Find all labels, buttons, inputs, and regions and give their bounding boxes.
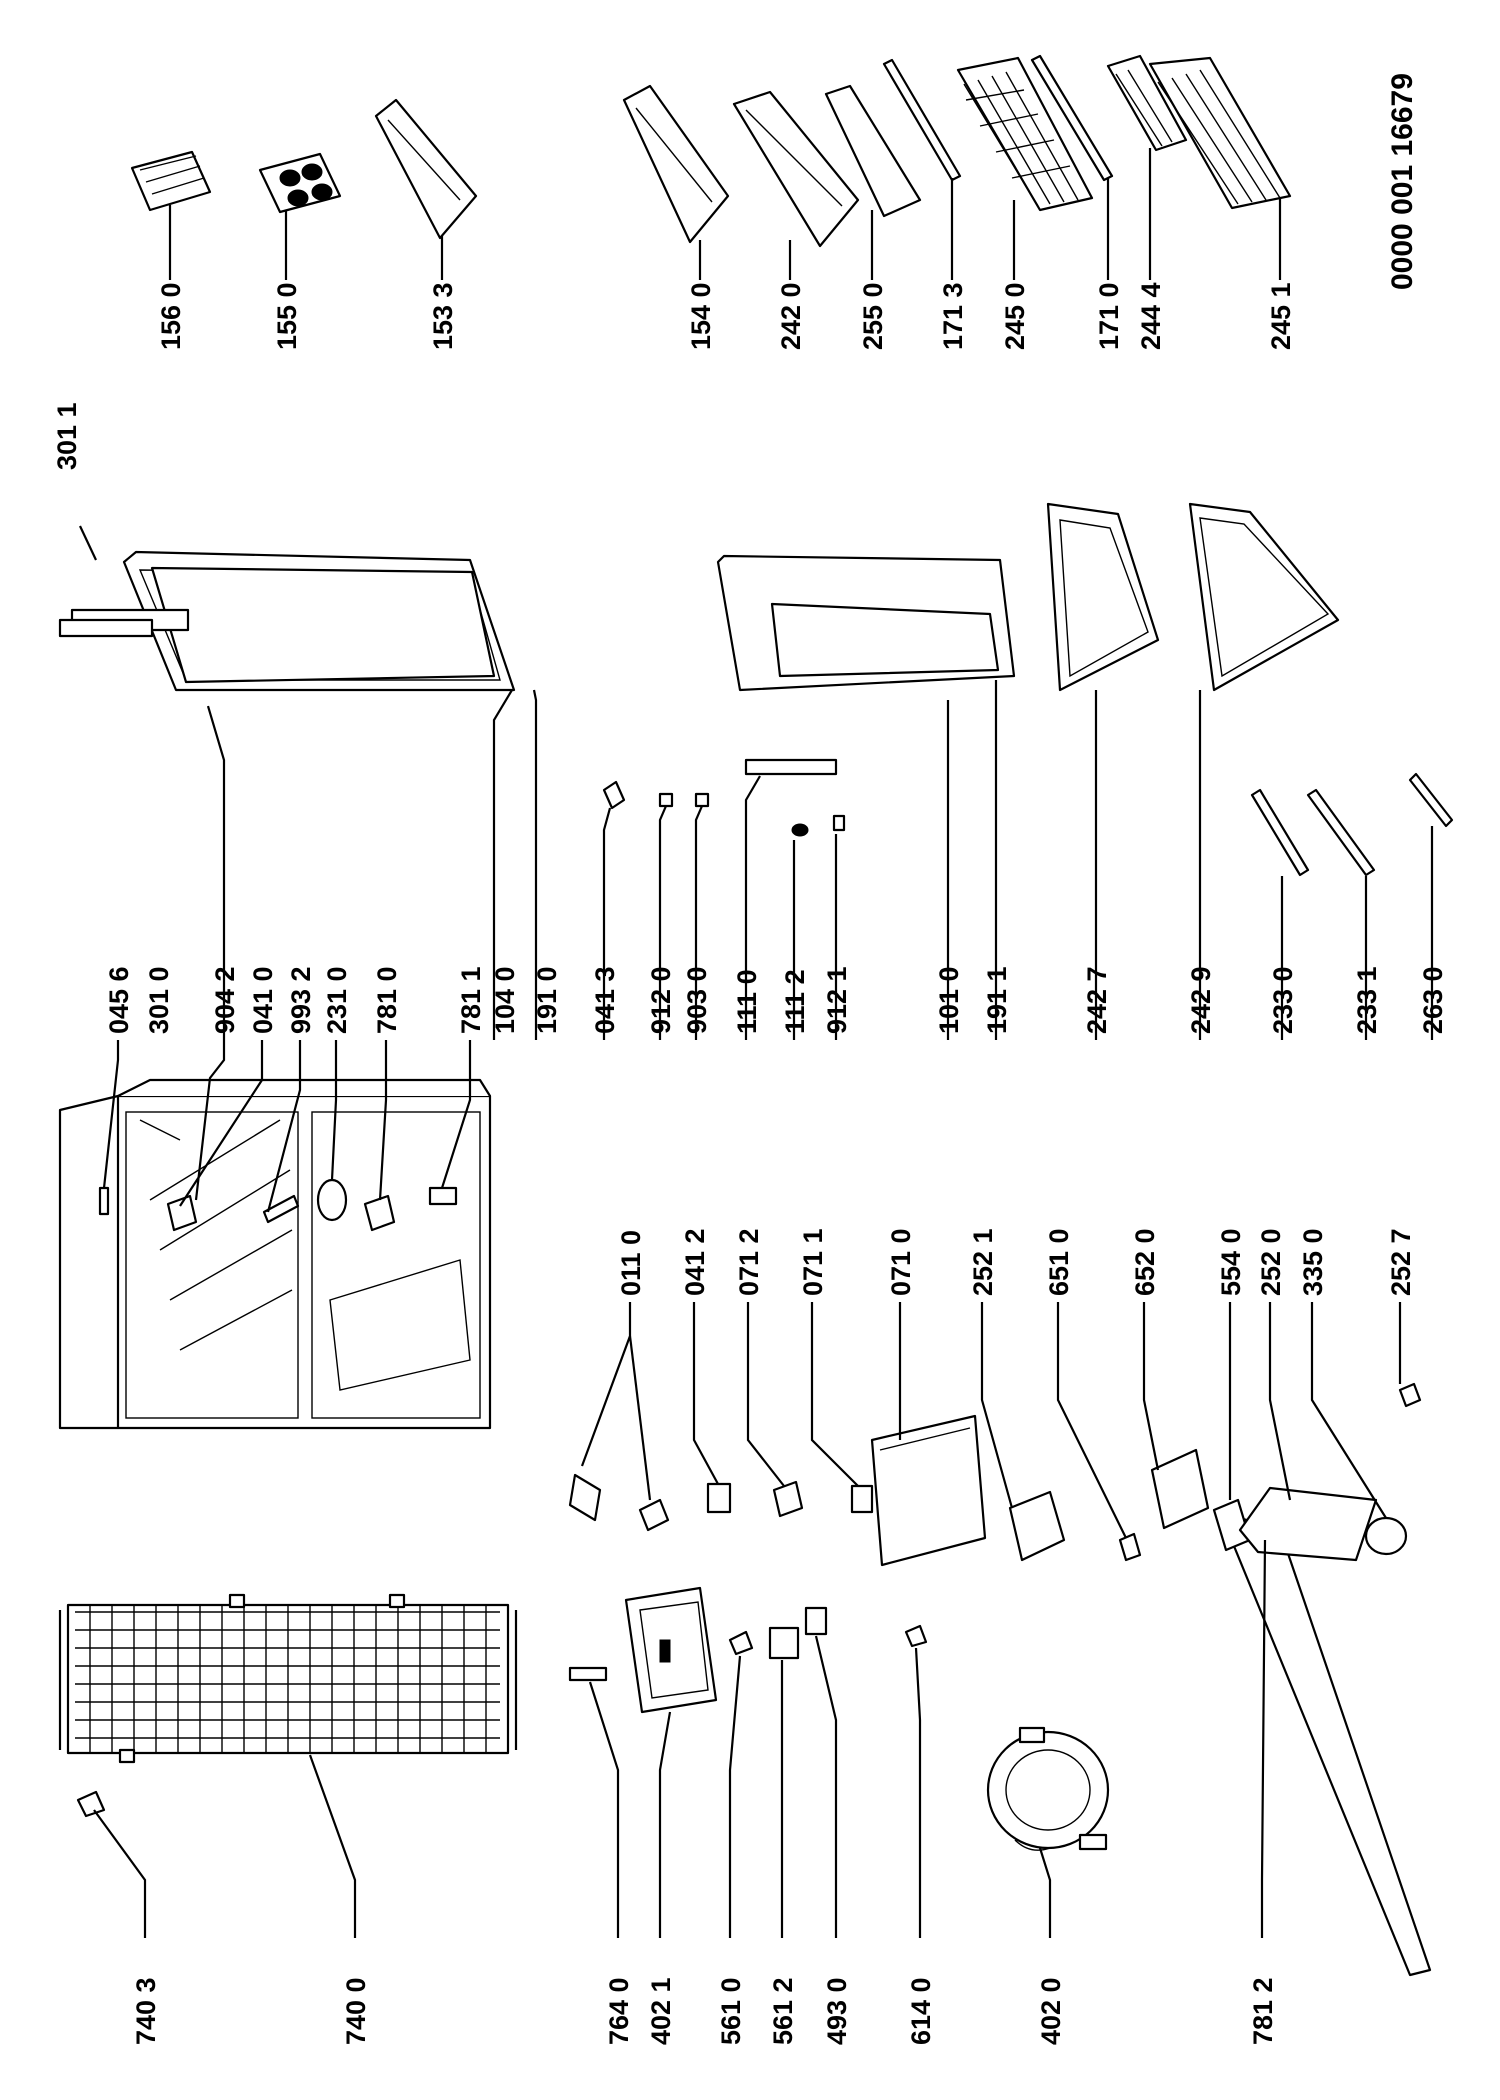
- label-071-1: 071 1: [798, 1228, 828, 1296]
- label-101-0: 101 0: [934, 966, 964, 1034]
- label-301-0: 301 0: [144, 966, 174, 1034]
- label-652-0: 652 0: [1130, 1228, 1160, 1296]
- document-reference: 0000 001 16679: [1386, 73, 1419, 290]
- drawer-rails-drawing: [1250, 772, 1454, 877]
- label-263-0: 263 0: [1418, 966, 1448, 1034]
- label-561-2: 561 2: [768, 1977, 798, 2045]
- part-labels-left-column: 740 3 740 0 764 0 402 1 561 0 561 2 493 …: [131, 1977, 1278, 2045]
- label-244-4: 244 4: [1136, 282, 1166, 350]
- crisper-drawer-drawing: [1046, 502, 1160, 692]
- label-111-0: 111 0: [732, 969, 762, 1034]
- label-252-0: 252 0: [1256, 1228, 1286, 1296]
- label-154-0: 154 0: [686, 282, 716, 350]
- label-111-2: 111 2: [780, 969, 810, 1034]
- small-parts-left: [568, 1510, 1432, 1977]
- label-740-0: 740 0: [341, 1977, 371, 2045]
- small-wire-shelf-drawing: [1106, 54, 1188, 152]
- shelf-rail-drawing: [1030, 54, 1114, 182]
- label-402-1: 402 1: [646, 1977, 676, 2045]
- bottle-rack-drawing: [732, 90, 860, 248]
- label-903-0: 903 0: [682, 966, 712, 1034]
- freezer-wire-shelf-drawing: [1148, 56, 1292, 210]
- label-041-2: 041 2: [680, 1228, 710, 1296]
- condenser-coil-drawing: [58, 1593, 518, 1764]
- label-041-3: 041 3: [590, 966, 620, 1034]
- hinge-parts-drawing: [568, 1382, 1422, 1567]
- label-402-0: 402 0: [1036, 1977, 1066, 2045]
- label-245-1: 245 1: [1266, 282, 1296, 350]
- label-781-2: 781 2: [1248, 1977, 1278, 2045]
- upper-door-drawing: [58, 550, 516, 692]
- label-071-0: 071 0: [886, 1228, 916, 1296]
- label-071-2: 071 2: [734, 1228, 764, 1296]
- clip-740-3-drawing: [76, 1790, 106, 1818]
- vegetable-drawer-drawing: [1188, 502, 1340, 692]
- part-labels-shelf-column: 156 0 155 0 153 3 154 0 242 0 255 0 171 …: [156, 282, 1296, 350]
- refrigerator-cabinet-drawing: [58, 1078, 492, 1430]
- label-171-3: 171 3: [938, 282, 968, 350]
- label-153-3: 153 3: [428, 282, 458, 350]
- reference-number: 0000 001 16679: [1386, 73, 1419, 290]
- egg-tray-drawing: [130, 150, 212, 212]
- label-912-0: 912 0: [646, 966, 676, 1034]
- label-242-7: 242 7: [1082, 966, 1112, 1034]
- label-242-9: 242 9: [1186, 966, 1216, 1034]
- freezer-door-drawing: [716, 554, 1016, 692]
- label-993-2: 993 2: [286, 966, 316, 1034]
- label-781-0: 781 0: [372, 966, 402, 1034]
- label-651-0: 651 0: [1044, 1228, 1074, 1296]
- label-191-1: 191 1: [982, 966, 1012, 1034]
- label-233-1: 233 1: [1352, 966, 1382, 1034]
- label-554-0: 554 0: [1216, 1228, 1246, 1296]
- label-011-0: 011 0: [616, 1230, 646, 1296]
- label-301-1: 301 1: [52, 402, 82, 470]
- label-233-0: 233 0: [1268, 966, 1298, 1034]
- label-245-0: 245 0: [1000, 282, 1030, 350]
- label-156-0: 156 0: [156, 282, 186, 350]
- label-191-0: 191 0: [532, 966, 562, 1034]
- label-231-0: 231 0: [322, 966, 352, 1034]
- label-912-1: 912 1: [822, 966, 852, 1034]
- label-171-0: 171 0: [1094, 282, 1124, 350]
- label-764-0: 764 0: [604, 1977, 634, 2045]
- label-242-0: 242 0: [776, 282, 806, 350]
- label-493-0: 493 0: [822, 1977, 852, 2045]
- compressor-drawing: [986, 1726, 1110, 1851]
- door-rack-large-drawing: [622, 84, 730, 244]
- label-104-0: 104 0: [490, 966, 520, 1034]
- label-904-2: 904 2: [210, 966, 240, 1034]
- wire-shelf-drawing: [956, 56, 1094, 212]
- label-561-0: 561 0: [716, 1977, 746, 2045]
- door-small-parts-drawing: [602, 758, 846, 837]
- door-rack-small-drawing: [374, 98, 478, 240]
- leader-lines: [79, 148, 1434, 1938]
- label-041-0: 041 0: [248, 966, 278, 1034]
- label-335-0: 335 0: [1298, 1228, 1328, 1296]
- shelf-trim-drawing: [882, 58, 962, 182]
- label-045-6: 045 6: [104, 966, 134, 1034]
- glass-shelf-drawing: [824, 84, 922, 218]
- control-box-drawing: [624, 1586, 718, 1714]
- label-255-0: 255 0: [858, 282, 888, 350]
- label-155-0: 155 0: [272, 282, 302, 350]
- label-252-1: 252 1: [968, 1228, 998, 1296]
- label-740-3: 740 3: [131, 1977, 161, 2045]
- label-252-7: 252 7: [1386, 1228, 1416, 1296]
- ice-tray-drawing: [258, 152, 342, 214]
- part-labels-cabinet-column: 011 0 041 2 071 2 071 1 071 0 252 1 651 …: [616, 1228, 1416, 1296]
- label-614-0: 614 0: [906, 1977, 936, 2045]
- part-labels-door-column: 045 6 301 0 904 2 041 0 993 2 231 0 781 …: [52, 402, 1448, 1034]
- label-781-1: 781 1: [456, 966, 486, 1034]
